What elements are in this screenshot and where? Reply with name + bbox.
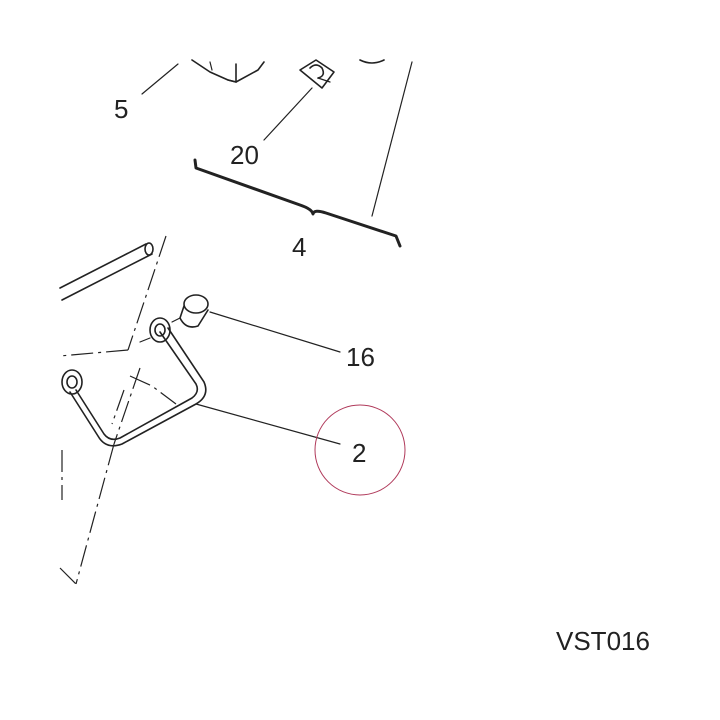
callout-16: 16 bbox=[346, 342, 375, 372]
frame-centerlines bbox=[59, 235, 177, 585]
part-4-curved-edge bbox=[359, 59, 385, 64]
bracket-4 bbox=[193, 158, 402, 248]
callout-4: 4 bbox=[292, 232, 306, 262]
part-2-wire-bracket bbox=[61, 317, 207, 447]
part-20-clip bbox=[299, 59, 335, 89]
leader-2 bbox=[195, 403, 341, 445]
leader-16 bbox=[209, 311, 341, 353]
leader-4-long bbox=[371, 61, 413, 217]
part-5-housing bbox=[191, 59, 265, 83]
callout-20: 20 bbox=[230, 140, 259, 170]
highlight-circle bbox=[314, 404, 406, 496]
part-rod bbox=[59, 242, 154, 301]
leader-20 bbox=[263, 87, 313, 141]
figure-code: VST016 bbox=[556, 626, 650, 656]
callout-2: 2 bbox=[352, 438, 366, 468]
leader-5 bbox=[141, 63, 179, 95]
part-16-bushing bbox=[171, 294, 209, 328]
callout-5: 5 bbox=[114, 94, 128, 124]
